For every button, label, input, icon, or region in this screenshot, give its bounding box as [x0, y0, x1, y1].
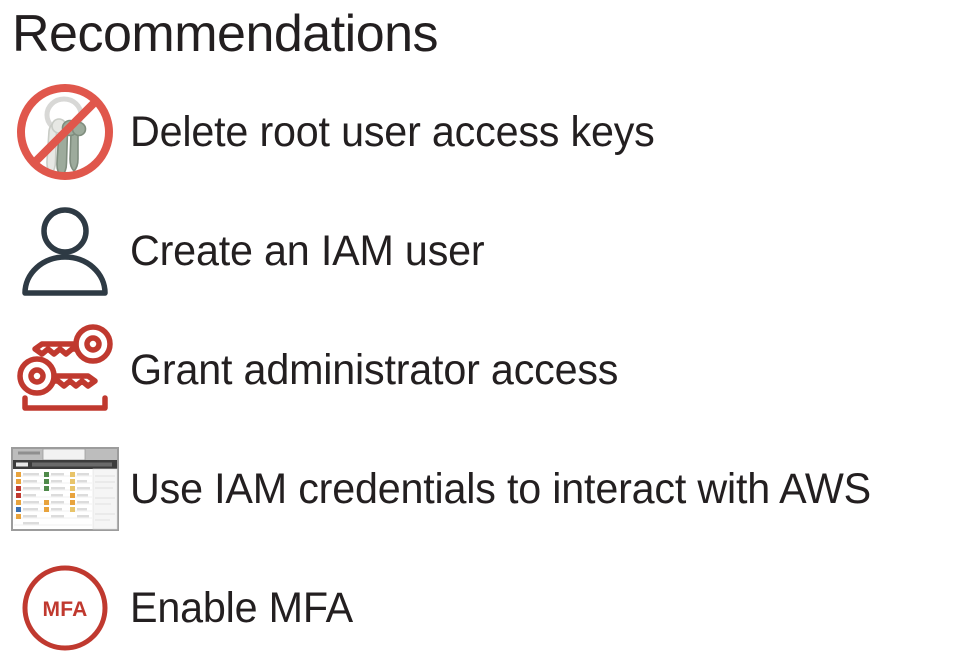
list-item[interactable]: Use IAM credentials to interact with AWS — [0, 429, 954, 548]
list-item[interactable]: Grant administrator access — [0, 310, 954, 429]
icon-container — [0, 429, 130, 548]
icon-container — [0, 72, 130, 191]
list-item-label: Create an IAM user — [130, 226, 485, 275]
recommendations-list: Delete root user access keys Create an I… — [0, 72, 954, 667]
recommendations-slide: Recommendations — [11, 5, 872, 650]
mfa-icon-label: MFA — [43, 598, 88, 621]
icon-container: MFA — [0, 548, 130, 667]
icon-container — [0, 310, 130, 429]
no-keys-icon — [17, 83, 113, 180]
user-outline-icon — [22, 206, 108, 296]
icon-container — [0, 191, 130, 310]
two-keys-icon — [17, 323, 113, 411]
list-item-label: Delete root user access keys — [130, 107, 655, 156]
mfa-circle-icon: MFA — [22, 565, 108, 650]
list-item-label: Grant administrator access — [130, 345, 619, 394]
page-title: Recommendations — [12, 5, 439, 63]
list-item-label: Enable MFA — [130, 583, 353, 632]
list-item[interactable]: MFA Enable MFA — [0, 548, 954, 667]
spreadsheet-icon — [11, 446, 119, 531]
list-item-label: Use IAM credentials to interact with AWS — [130, 464, 871, 513]
list-item[interactable]: Create an IAM user — [0, 191, 954, 310]
list-item[interactable]: Delete root user access keys — [0, 72, 954, 191]
